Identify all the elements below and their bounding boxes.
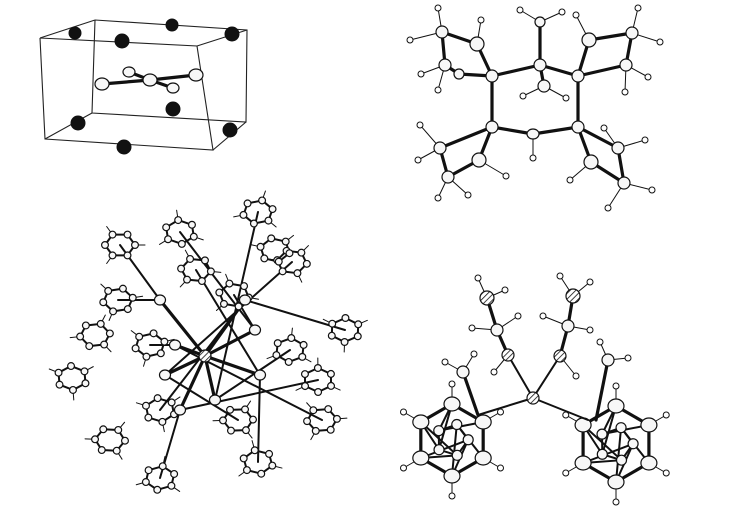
- complex-atoms: [54, 196, 363, 494]
- carborane-panel: [400, 272, 670, 506]
- complex-bonds: [48, 190, 368, 492]
- cage-carbon-atoms: [433, 16, 639, 190]
- carborane-cage-left: [400, 380, 504, 500]
- cage-hydrogen-atoms: [406, 4, 664, 212]
- cell-atoms: [68, 18, 240, 155]
- cage-hydrocarbon-panel: [406, 4, 664, 212]
- large-complex-panel: [48, 190, 368, 494]
- carborane-cage-right: [562, 382, 670, 506]
- carborane-central-atoms: [441, 272, 632, 405]
- unit-cell-panel: [39, 18, 248, 155]
- central-molecule: [94, 66, 204, 94]
- complex-metal-center: [198, 349, 212, 363]
